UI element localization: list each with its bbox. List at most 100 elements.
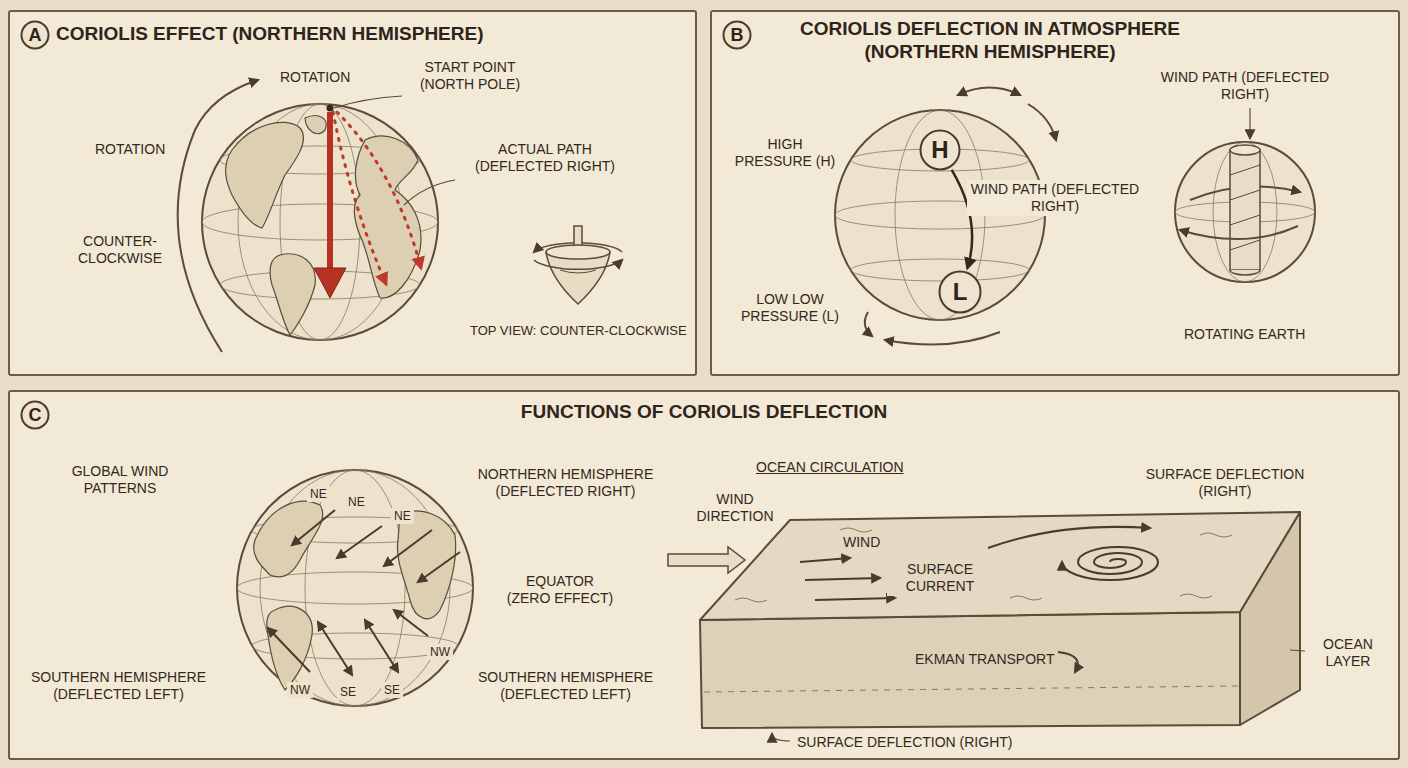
wind-direction-arrow xyxy=(668,547,745,573)
rotation-arrow xyxy=(178,80,258,352)
deflection-path xyxy=(333,112,386,284)
rotating-globe xyxy=(1230,165,1260,175)
deflection-label: SURFACE DEFLECTION (RIGHT) xyxy=(1127,465,1323,501)
rotating-globe xyxy=(1180,226,1298,239)
panel-fill xyxy=(710,10,1400,376)
wind-direction-arrow xyxy=(668,547,745,573)
rotating-globe xyxy=(1230,190,1260,200)
section-label: GLOBAL WIND PATTERNS xyxy=(62,462,178,498)
ocean-block xyxy=(1010,596,1042,600)
callout-label: START POINT (NORTH POLE) xyxy=(407,58,533,94)
deflection-path xyxy=(314,268,346,298)
leader-line xyxy=(404,180,455,205)
rotating-globe xyxy=(1175,142,1315,282)
globe-b xyxy=(851,259,1029,281)
wind-direction: NE xyxy=(345,494,368,510)
layer-label: EKMAN TRANSPORT xyxy=(912,650,1058,669)
circle-outline xyxy=(22,22,49,49)
globe-a xyxy=(202,104,438,340)
trade-wind-arrow xyxy=(365,620,398,672)
globe-c xyxy=(267,606,312,690)
deflection-label: SURFACE DEFLECTION (RIGHT) xyxy=(794,733,1015,752)
circle-outline xyxy=(940,272,981,313)
pressure-label: LOW LOW PRESSURE (L) xyxy=(727,290,853,326)
wind-label: WIND DIRECTION xyxy=(687,490,783,526)
rotating-globe xyxy=(1175,108,1315,282)
trade-wind-arrow xyxy=(394,610,428,636)
panel-frame: FUNCTIONS OF CORIOLIS DEFLECTIONC xyxy=(8,390,1400,760)
globe-a xyxy=(226,116,421,335)
circulation-arrow xyxy=(958,88,1020,96)
rotation-label: ROTATION xyxy=(277,68,353,87)
circulation-arrow xyxy=(865,312,872,336)
ocean-block xyxy=(704,686,1238,692)
trade-wind-arrow xyxy=(268,628,310,672)
ocean-block xyxy=(1200,533,1232,537)
section-label: OCEAN CIRCULATION xyxy=(753,458,907,477)
ocean-block xyxy=(735,598,767,602)
rotating-globe xyxy=(1175,142,1315,282)
layer-label: OCEAN LAYER xyxy=(1305,635,1391,671)
globe-a xyxy=(270,254,315,335)
rotating-globe xyxy=(1230,270,1260,275)
globe-a xyxy=(354,136,421,298)
rotating-globe xyxy=(1213,142,1277,282)
spinning-top xyxy=(546,245,610,259)
circle-letter: A xyxy=(29,26,42,44)
trade-wind-arrow xyxy=(268,510,460,675)
rotating-globe xyxy=(1230,240,1260,250)
wind-direction: SE xyxy=(381,682,403,698)
globe-c xyxy=(254,501,323,577)
leader-line xyxy=(772,650,1318,741)
spinning-top xyxy=(534,260,622,269)
caption-label: TOP VIEW: COUNTER-CLOCKWISE xyxy=(467,322,690,340)
circle-outline xyxy=(724,22,751,49)
rotation-label: ROTATION xyxy=(92,140,168,159)
leader-line xyxy=(334,96,402,108)
spinning-top xyxy=(560,270,596,273)
ocean-block xyxy=(735,528,1232,602)
leader-line xyxy=(334,96,455,205)
trade-wind-arrow xyxy=(318,622,352,675)
rotation-arrow xyxy=(178,80,258,352)
panel-title: FUNCTIONS OF CORIOLIS DEFLECTION xyxy=(10,401,1398,424)
panel-fill xyxy=(8,390,1400,760)
trade-wind-arrow xyxy=(292,510,335,545)
circulation-arrow xyxy=(865,88,1056,345)
ocean-block xyxy=(840,528,872,532)
circle-letter: B xyxy=(731,26,744,44)
globe-c xyxy=(237,470,473,706)
globe-c xyxy=(237,470,473,706)
circle-node: H xyxy=(919,129,961,171)
circle-node: C xyxy=(20,400,50,430)
leader-line xyxy=(772,734,790,741)
circle-outline xyxy=(22,402,49,429)
globe-c xyxy=(237,470,473,706)
ocean-current xyxy=(800,558,850,562)
panel-title: CORIOLIS DEFLECTION IN ATMOSPHERE (NORTH… xyxy=(760,18,1220,64)
trade-wind-arrow xyxy=(337,526,382,558)
wind-direction: SE xyxy=(337,684,359,700)
ocean-current xyxy=(988,527,1150,548)
ocean-block xyxy=(700,512,1300,728)
wind-label: WIND PATH (DEFLECTED RIGHT) xyxy=(1157,68,1333,104)
globe-c xyxy=(397,511,455,619)
circle-node: L xyxy=(938,270,982,314)
callout-label: ACTUAL PATH (DEFLECTED RIGHT) xyxy=(457,140,633,176)
direction-label: COUNTER-CLOCKWISE xyxy=(67,232,173,268)
ocean-current xyxy=(805,578,880,580)
circle-outline xyxy=(921,131,960,170)
rotating-globe xyxy=(1230,215,1260,225)
circle-node: A xyxy=(20,20,50,50)
deflection-path xyxy=(314,105,421,299)
panel-title: CORIOLIS EFFECT (NORTHERN HEMISPHERE) xyxy=(56,23,484,46)
ocean-current xyxy=(800,527,1158,672)
ocean-current xyxy=(815,598,895,600)
rotating-globe xyxy=(1230,145,1260,155)
rotating-globe xyxy=(1230,150,1260,270)
circulation-arrow xyxy=(1028,104,1056,140)
ocean-block xyxy=(1180,594,1212,598)
globe-label: ROTATING EARTH xyxy=(1181,325,1308,344)
